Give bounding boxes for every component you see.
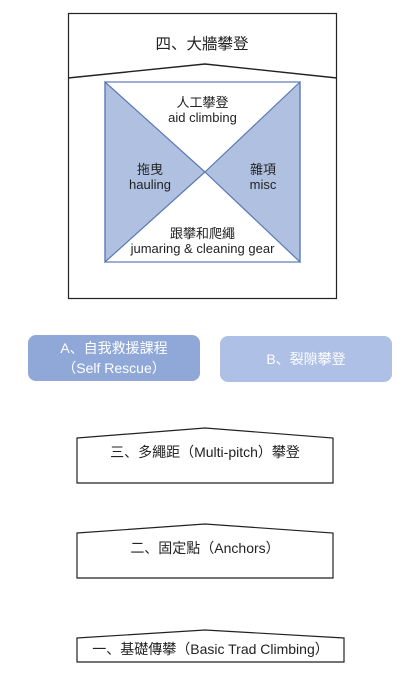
jumaring-zh: 跟攀和爬繩 [169,226,235,241]
level2-label: 二、固定點（Anchors） [130,540,280,556]
level1-label: 一、基礎傳攀（Basic Trad Climbing） [92,641,329,657]
aid-climbing-label: 人工攀登 aid climbing [105,95,300,126]
level4-roof-line [67,63,338,79]
level3-label: 三、多繩距（Multi-pitch）攀登 [110,444,300,460]
level2-shape [76,523,334,579]
self-rescue-line1: A、自我救援課程 [60,339,168,356]
crack-climbing-course: B、裂隙攀登 [220,336,392,382]
misc-zh: 雜項 [249,162,276,177]
crack-climbing-label: B、裂隙攀登 [266,350,346,367]
level3-shape [76,427,334,484]
bowtie-frame [104,81,301,263]
level4-frame [67,12,338,300]
level4-title: 四、大牆攀登 [155,36,249,53]
jumaring-label: 跟攀和爬繩 jumaring & cleaning gear [105,226,300,257]
level1-shape [76,629,345,663]
hauling-en: hauling [129,176,171,192]
self-rescue-course: A、自我救援課程 （Self Rescue） [28,335,200,381]
jumaring-en: jumaring & cleaning gear [130,240,275,256]
misc-en: misc [249,176,277,192]
misc-label: 雜項 misc [228,162,298,193]
hauling-zh: 拖曳 [136,162,163,177]
aid-climbing-zh: 人工攀登 [176,95,229,110]
aid-climbing-en: aid climbing [168,109,237,125]
self-rescue-line2: （Self Rescue） [62,360,166,376]
hauling-label: 拖曳 hauling [115,162,185,193]
